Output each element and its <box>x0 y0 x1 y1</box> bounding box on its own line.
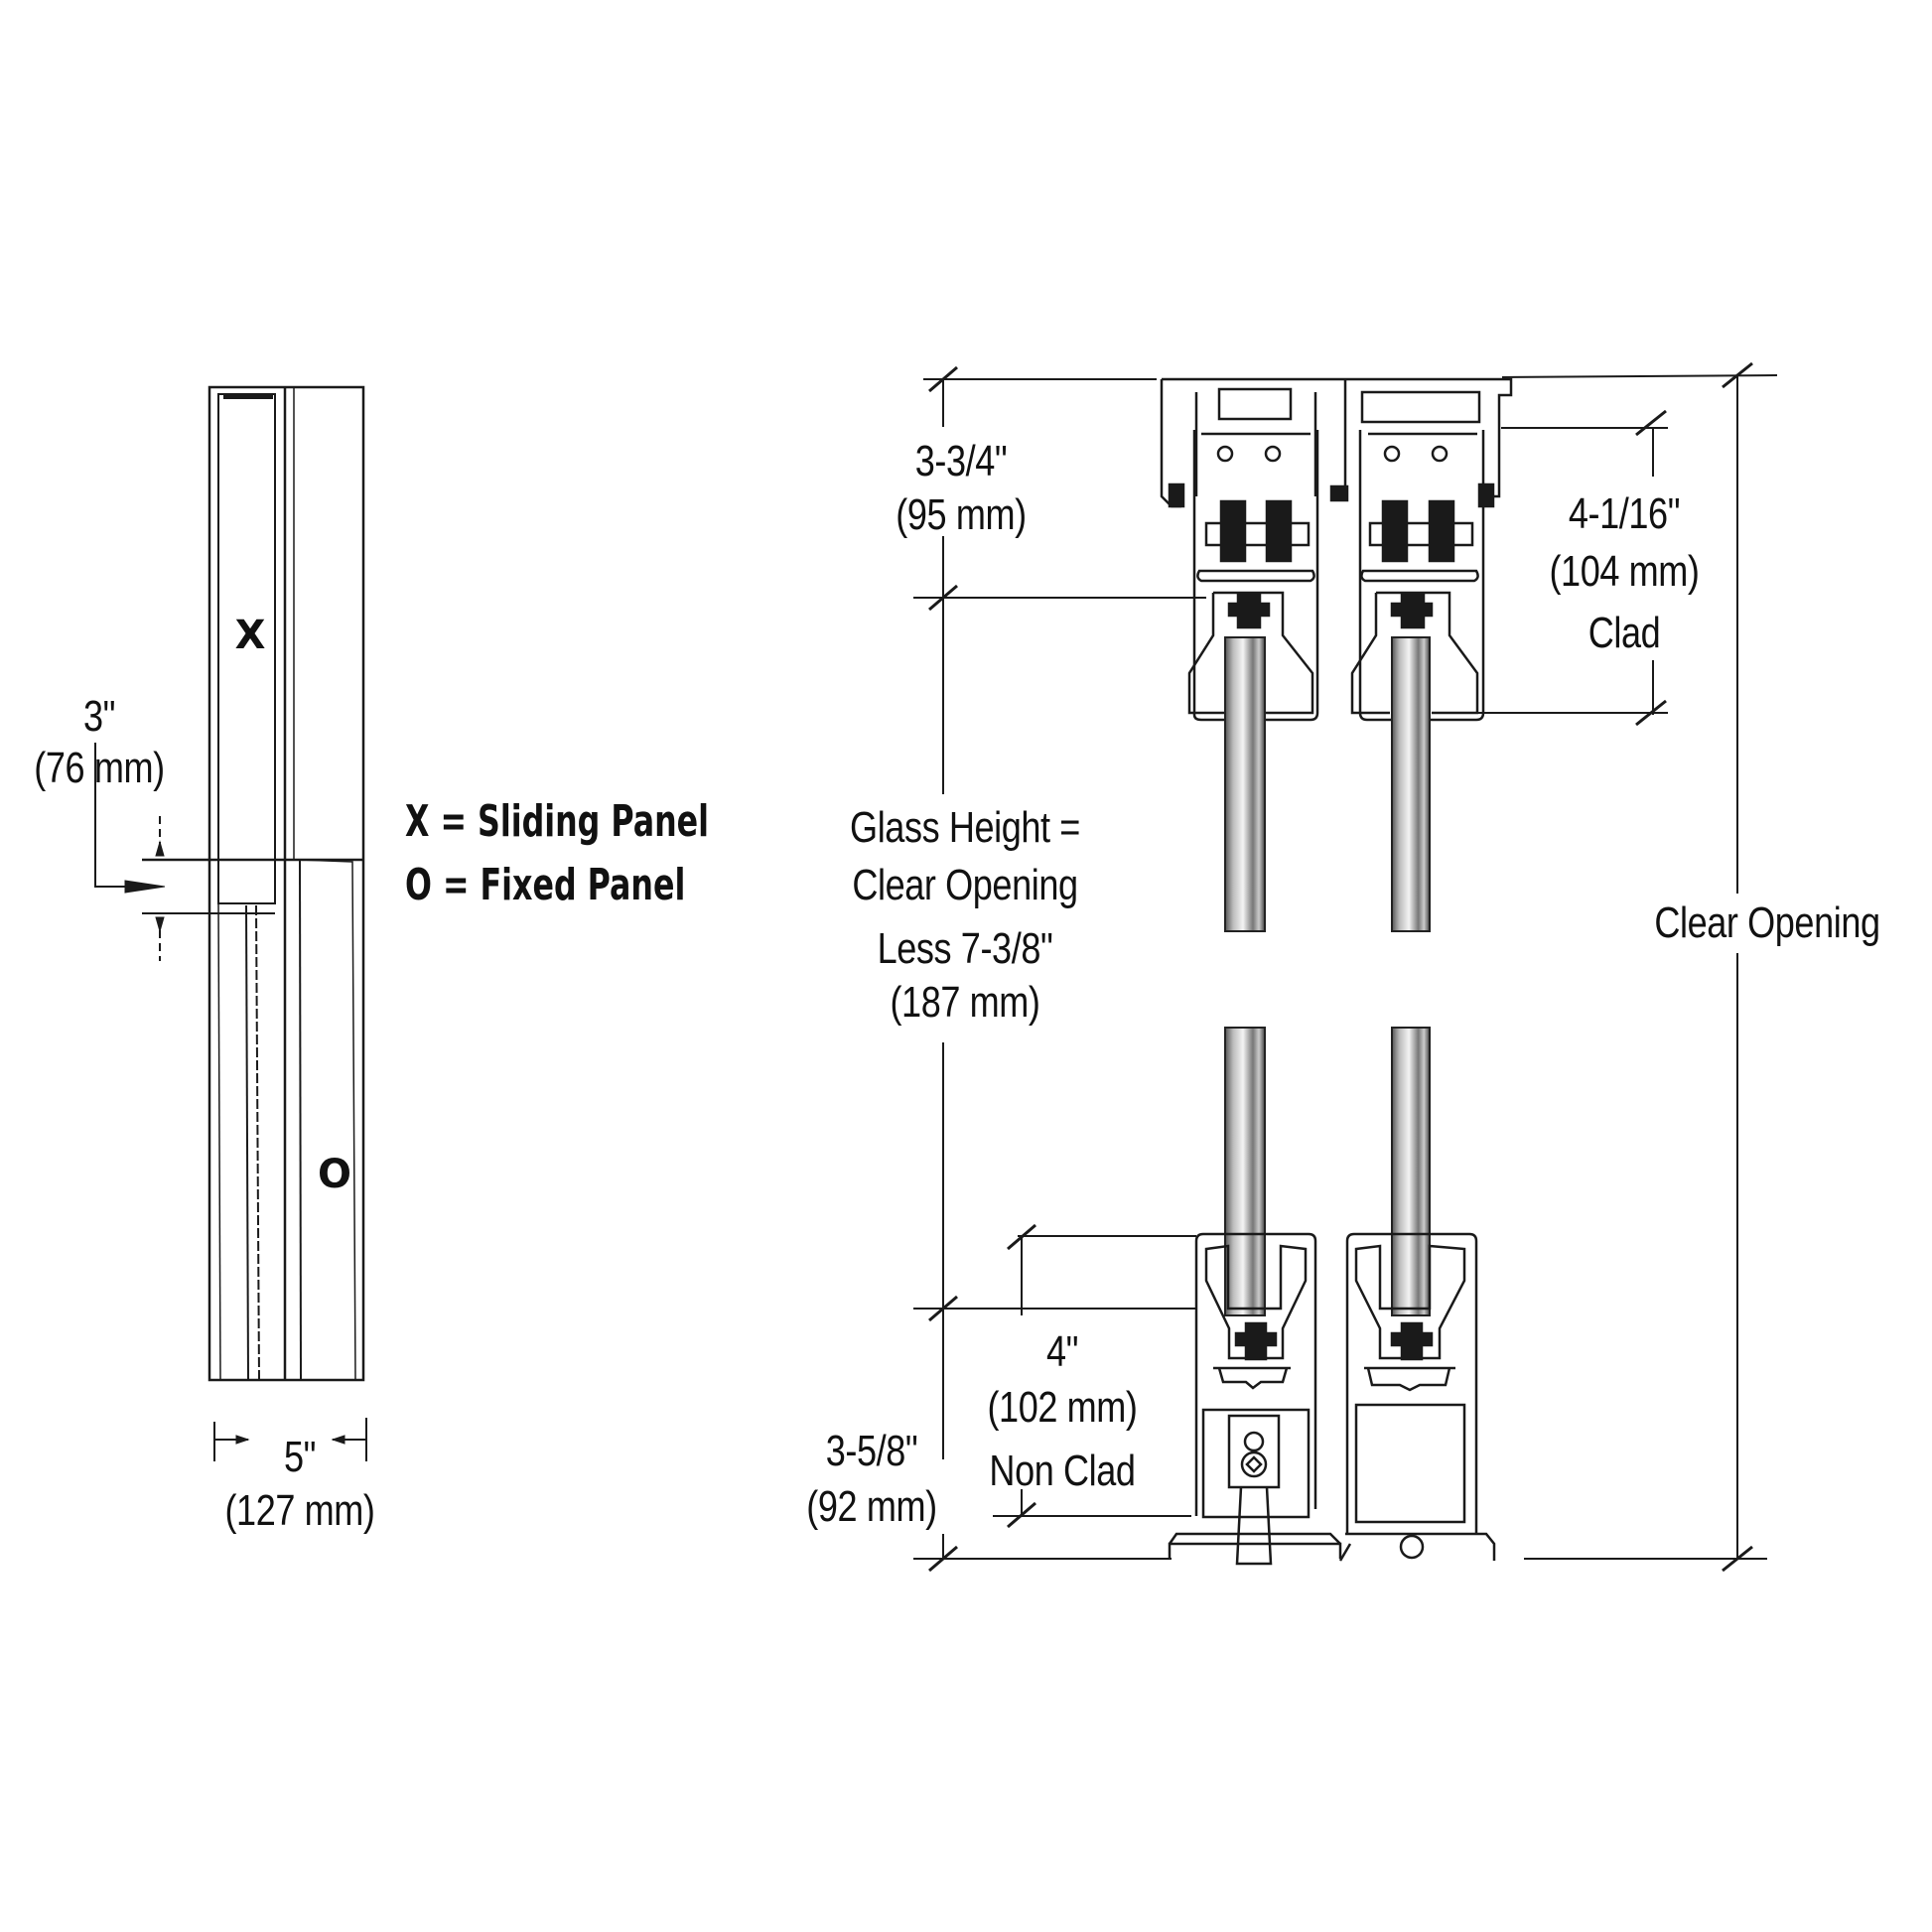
elevation-view <box>94 385 367 1461</box>
fixed-panel-mark: O <box>317 1152 352 1197</box>
sliding-panel-mark: X <box>234 613 266 658</box>
section-view <box>913 361 1778 1573</box>
header-dim-imperial: 3-3/4" <box>914 437 1008 485</box>
glass-height-line4: (187 mm) <box>890 978 1040 1027</box>
clad-dim-imperial: 4-1/16" <box>1568 489 1681 538</box>
header-dim-metric: (95 mm) <box>896 490 1027 539</box>
right-glass-lower <box>1391 1027 1431 1316</box>
glass-height-line2: Clear Opening <box>852 861 1078 909</box>
sill-dim-imperial: 3-5/8" <box>825 1427 918 1475</box>
overlap-dim-imperial: 3" <box>82 692 116 741</box>
overlap-dim-metric: (76 mm) <box>34 744 165 792</box>
left-glass-upper <box>1224 636 1266 932</box>
glass-height-line3: Less 7-3/8" <box>877 924 1053 973</box>
header-track <box>1160 377 1513 508</box>
clad-dim-note: Clad <box>1587 609 1661 657</box>
sliding-panel-sash <box>217 393 276 904</box>
overlap-leader-arrow <box>94 743 129 888</box>
glass-height-line1: Glass Height = <box>850 803 1080 852</box>
clear-opening-label: Clear Opening <box>1649 901 1885 945</box>
legend-item-fixed: O = Fixed Panel <box>405 860 686 910</box>
left-bottom-roller <box>1168 1232 1342 1566</box>
right-bottom-carrier <box>1338 1232 1496 1562</box>
right-glass-upper <box>1391 636 1431 932</box>
legend-item-sliding: X = Sliding Panel <box>405 796 710 847</box>
left-glass-lower <box>1224 1027 1266 1316</box>
sill-dim-metric: (92 mm) <box>806 1482 937 1531</box>
non-clad-dim-imperial: 4" <box>1045 1327 1079 1376</box>
non-clad-dim-note: Non Clad <box>989 1447 1136 1495</box>
width-dim-imperial: 5" <box>283 1433 317 1481</box>
frame-outline <box>207 385 365 1382</box>
width-dim-metric: (127 mm) <box>224 1486 375 1535</box>
non-clad-dim-metric: (102 mm) <box>987 1383 1138 1432</box>
clad-dim-metric: (104 mm) <box>1549 547 1700 596</box>
